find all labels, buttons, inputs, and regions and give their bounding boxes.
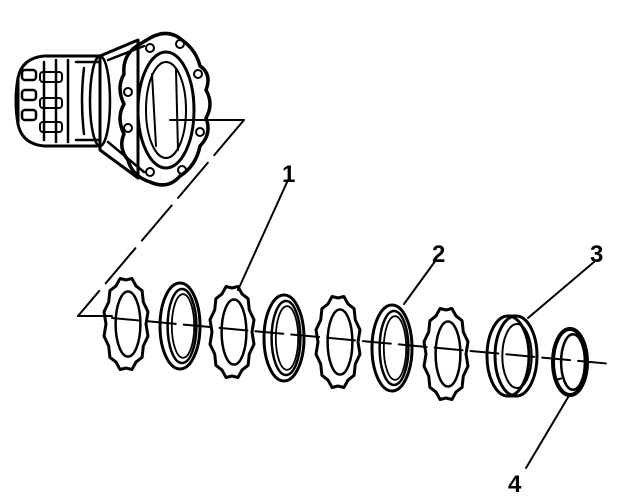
housing-flange	[118, 31, 212, 187]
callout-1-label: 1	[282, 161, 295, 188]
callout-3-leader	[527, 261, 595, 319]
clutch-plates	[102, 277, 589, 401]
steel-plate-2	[208, 285, 256, 379]
callout-1-leader	[237, 179, 289, 291]
steel-plate-3	[314, 295, 362, 389]
callout-labels: 1 2 3 4	[282, 161, 603, 498]
callout-2-label: 2	[432, 241, 445, 268]
friction-plate-2	[262, 293, 306, 383]
callout-leaders	[237, 179, 595, 469]
callout-3-label: 3	[590, 241, 603, 268]
friction-plate-1	[158, 281, 202, 371]
backing-plate-1	[485, 314, 539, 398]
callout-4-label: 4	[508, 471, 522, 498]
callout-2-leader	[403, 259, 437, 305]
clutch-housing-drum	[14, 31, 212, 187]
steel-plate-1	[102, 277, 150, 371]
friction-plate-3	[370, 303, 414, 393]
callout-4-leader	[525, 393, 571, 469]
housing-drum-body	[88, 38, 146, 180]
housing-hub	[14, 54, 102, 148]
steel-plate-4	[422, 307, 470, 401]
